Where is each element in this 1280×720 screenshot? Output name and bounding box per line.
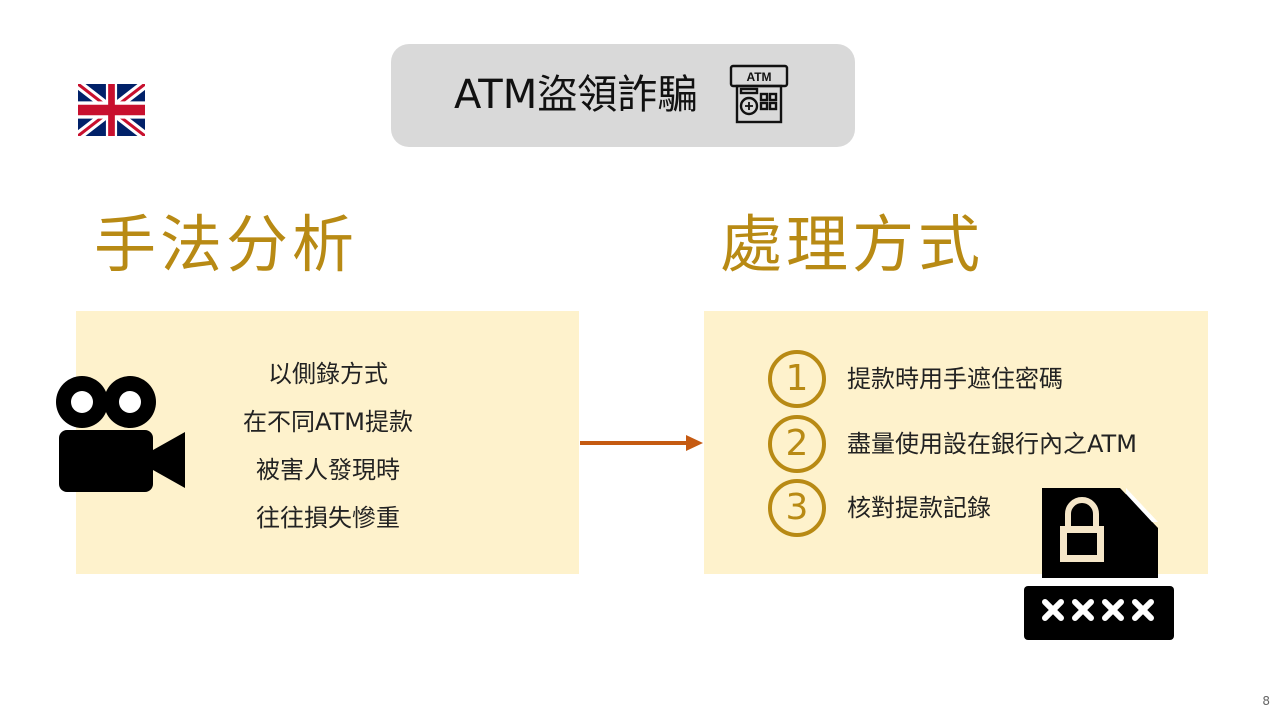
method-text: 以側錄方式 在不同ATM提款 被害人發現時 往往損失慘重: [186, 350, 470, 542]
step-item: 1 提款時用手遮住密碼: [768, 350, 1198, 408]
method-line: 被害人發現時: [256, 456, 400, 484]
uk-flag-icon[interactable]: [76, 79, 147, 141]
method-line: 以側錄方式: [268, 360, 388, 388]
locked-document-password-icon: [1022, 488, 1176, 642]
method-panel: [76, 311, 579, 574]
step-number-badge: 2: [768, 415, 826, 473]
title-box: ATM盜領詐騙 ATM: [391, 44, 855, 147]
video-camera-icon: [53, 374, 186, 494]
handling-method-heading: 處理方式: [720, 208, 985, 281]
svg-text:ATM: ATM: [746, 70, 771, 84]
step-item: 3 核對提款記錄: [768, 479, 1198, 537]
step-label: 提款時用手遮住密碼: [847, 365, 1063, 393]
step-item: 2 盡量使用設在銀行內之ATM: [768, 415, 1198, 473]
page-number: 8: [1262, 694, 1270, 708]
step-label: 核對提款記錄: [847, 494, 991, 522]
step-label: 盡量使用設在銀行內之ATM: [847, 430, 1137, 458]
method-line: 在不同ATM提款: [243, 408, 413, 436]
method-analysis-heading: 手法分析: [94, 208, 359, 281]
step-number-badge: 3: [768, 479, 826, 537]
step-number-badge: 1: [768, 350, 826, 408]
method-line: 往往損失慘重: [256, 504, 400, 532]
atm-icon: ATM: [729, 64, 789, 124]
slide-title: ATM盜領詐騙: [454, 72, 698, 118]
right-arrow-icon: [580, 432, 704, 454]
